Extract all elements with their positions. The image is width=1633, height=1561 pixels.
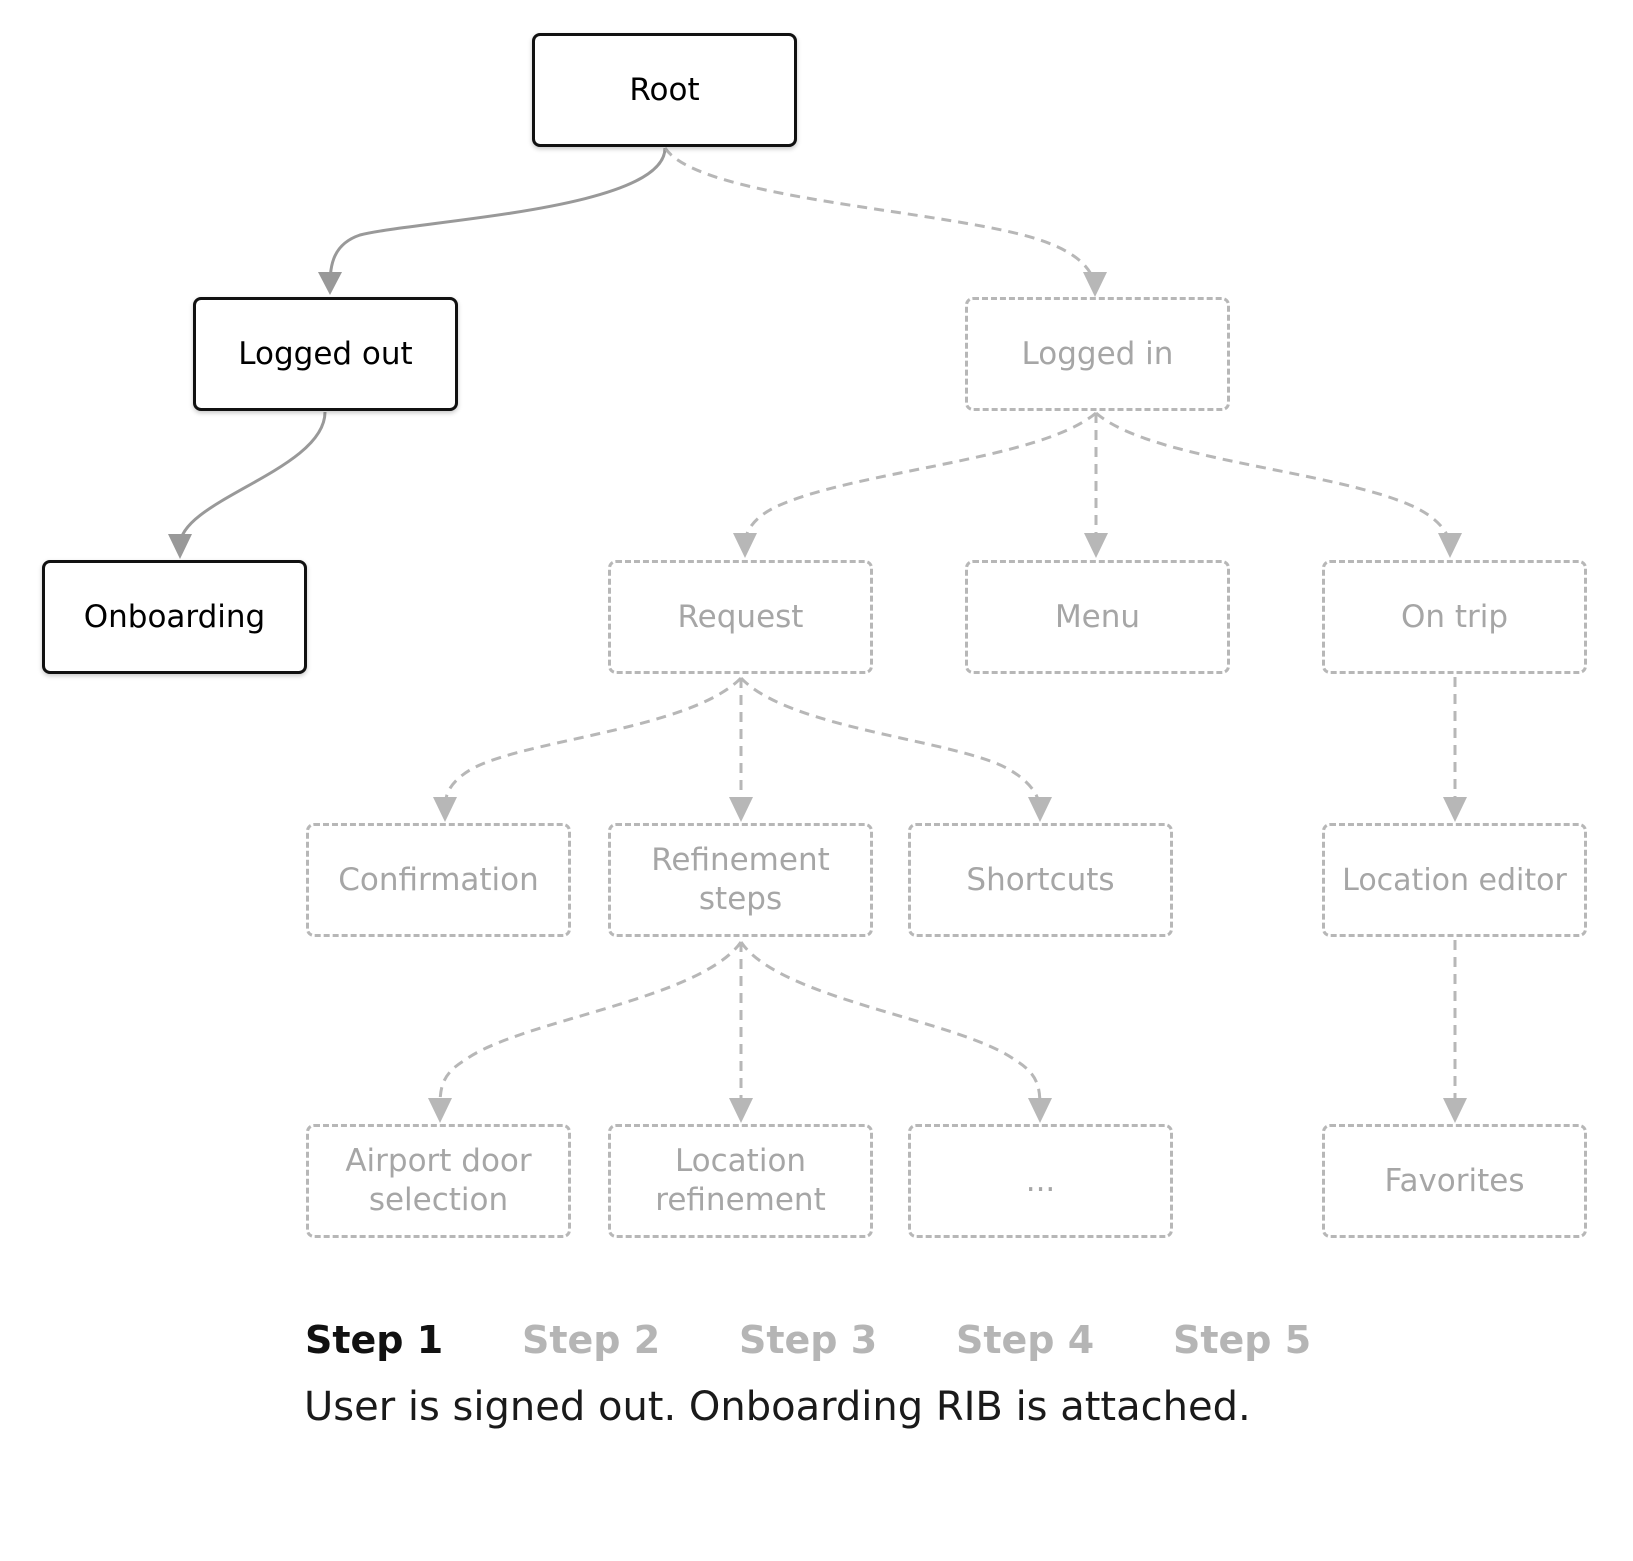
arrowhead-menu — [1084, 533, 1108, 558]
node-logged-in: Logged in — [965, 297, 1230, 411]
node-location-editor-label: Location editor — [1342, 862, 1567, 898]
edge-logged-out-to-onboarding — [178, 411, 327, 546]
step-2-tab[interactable]: Step 2 — [522, 1318, 661, 1362]
edge-refinement-to-airport — [438, 941, 743, 1111]
node-onboarding-label: Onboarding — [83, 598, 266, 635]
edge-refinement-to-ellipsis — [739, 941, 1042, 1111]
arrowhead-shortcuts — [1028, 797, 1052, 822]
arrowhead-logged-out — [318, 272, 342, 295]
arrowhead-airport — [428, 1098, 452, 1123]
node-request: Request — [608, 560, 873, 674]
edge-request-to-shortcuts — [739, 676, 1042, 811]
node-request-label: Request — [677, 598, 804, 635]
arrowhead-request — [733, 533, 757, 558]
node-shortcuts: Shortcuts — [908, 823, 1173, 937]
node-favorites-label: Favorites — [1384, 1162, 1525, 1199]
node-root-label: Root — [629, 71, 700, 108]
edge-root-to-logged-out — [328, 147, 667, 291]
arrowhead-ellipsis — [1028, 1098, 1052, 1123]
node-refinement-steps: Refinement steps — [608, 823, 873, 937]
node-root: Root — [532, 33, 797, 147]
node-logged-in-label: Logged in — [1021, 335, 1174, 372]
node-ellipsis-label: ... — [1025, 1162, 1056, 1199]
arrowhead-location-refinement — [729, 1098, 753, 1123]
step-4-tab[interactable]: Step 4 — [956, 1318, 1095, 1362]
node-airport-door-selection-label: Airport door selection — [345, 1143, 532, 1218]
node-menu: Menu — [965, 560, 1230, 674]
arrowhead-logged-in — [1083, 272, 1107, 297]
node-on-trip-label: On trip — [1400, 598, 1509, 635]
arrowhead-refinement — [729, 797, 753, 822]
node-on-trip: On trip — [1322, 560, 1587, 674]
node-airport-door-selection: Airport door selection — [306, 1124, 571, 1238]
step-selector: Step 1 Step 2 Step 3 Step 4 Step 5 — [305, 1318, 1390, 1362]
node-shortcuts-label: Shortcuts — [966, 861, 1115, 898]
node-onboarding: Onboarding — [42, 560, 307, 674]
node-logged-out: Logged out — [193, 297, 458, 411]
step-caption: User is signed out. Onboarding RIB is at… — [304, 1384, 1251, 1430]
step-3-tab[interactable]: Step 3 — [739, 1318, 878, 1362]
node-favorites: Favorites — [1322, 1124, 1587, 1238]
node-ellipsis: ... — [908, 1124, 1173, 1238]
edge-request-to-confirmation — [443, 676, 743, 811]
node-location-refinement-label: Location refinement — [655, 1143, 826, 1218]
node-confirmation: Confirmation — [306, 823, 571, 937]
arrowhead-location-editor — [1443, 797, 1467, 822]
edge-logged-in-to-request — [743, 411, 1097, 546]
step-5-tab[interactable]: Step 5 — [1173, 1318, 1312, 1362]
edge-root-to-logged-in — [663, 147, 1097, 291]
arrowhead-favorites — [1443, 1098, 1467, 1123]
arrowhead-confirmation — [433, 797, 457, 822]
arrowhead-on-trip — [1438, 533, 1462, 558]
step-1-tab[interactable]: Step 1 — [305, 1318, 444, 1362]
node-logged-out-label: Logged out — [238, 335, 413, 372]
node-location-refinement: Location refinement — [608, 1124, 873, 1238]
node-confirmation-label: Confirmation — [338, 861, 539, 898]
node-menu-label: Menu — [1054, 598, 1141, 635]
node-refinement-steps-label: Refinement steps — [651, 842, 830, 917]
edge-logged-in-to-on-trip — [1095, 411, 1452, 546]
node-location-editor: Location editor — [1322, 823, 1587, 937]
arrowhead-onboarding — [168, 534, 192, 559]
